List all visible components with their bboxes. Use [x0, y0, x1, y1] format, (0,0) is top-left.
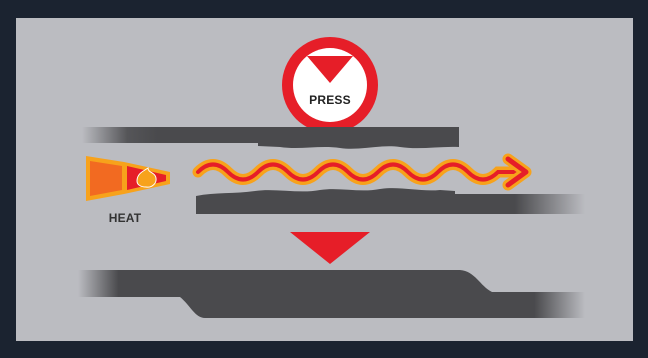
lower-layer	[196, 188, 585, 214]
heat-wave	[198, 159, 526, 185]
heat-label: HEAT	[90, 211, 160, 225]
press-icon	[282, 37, 378, 133]
press-down-arrow	[290, 232, 370, 264]
upper-layer	[82, 127, 459, 149]
fused-layer	[78, 270, 585, 318]
press-label: PRESS	[290, 93, 370, 107]
heat-torch-icon	[86, 156, 170, 201]
